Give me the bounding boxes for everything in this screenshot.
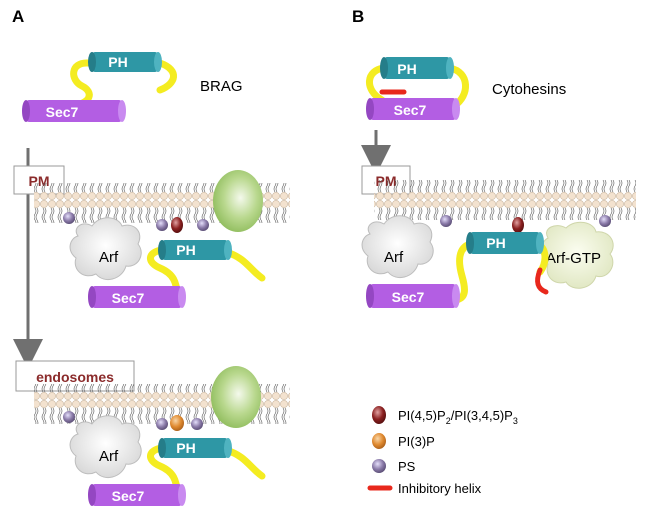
cytohesin-free-protein: PH Sec7	[366, 57, 469, 120]
brag-label: BRAG	[200, 78, 243, 95]
sec7-domain-cyto-free: Sec7	[366, 98, 460, 120]
ps-lipid	[156, 418, 168, 430]
arf-protein-a-endosome: Arf	[69, 415, 142, 479]
linker-cyto-free-left	[366, 64, 388, 104]
panel-b-label: B	[352, 7, 364, 26]
brag-bound-endosome: PH Sec7	[88, 438, 266, 506]
linker-cyto-pm-left	[452, 240, 474, 304]
ph-label-brag-free: PH	[108, 54, 127, 70]
sec7-label-brag-free: Sec7	[46, 104, 79, 120]
arf-protein-b: Arf	[361, 215, 434, 279]
legend-swatch-pi3p	[372, 433, 386, 449]
linker-brag-endo-right	[222, 446, 266, 480]
sec7-domain-brag-free: Sec7	[22, 100, 126, 122]
sec7-label-cyto-free: Sec7	[394, 102, 427, 118]
ph-domain-brag-pm: PH	[158, 240, 232, 260]
arf-label-b: Arf	[384, 249, 404, 266]
pip-lipid	[171, 217, 183, 233]
legend-swatch-ps	[372, 459, 386, 473]
linker-brag-pm-left	[147, 246, 182, 300]
ps-lipid	[63, 411, 75, 423]
legend-item-pi3p: PI(3)P	[372, 433, 435, 449]
legend-text-ps: PS	[398, 459, 416, 474]
legend: PI(4,5)P2/PI(3,4,5)P3 PI(3)P PS Inhibito…	[367, 406, 518, 496]
ph-label-cyto-pm: PH	[486, 235, 505, 251]
legend-swatch-pip	[372, 406, 386, 424]
ps-lipid	[197, 219, 209, 231]
sec7-domain-cyto-pm: Sec7	[366, 284, 460, 308]
sec7-label-brag-pm: Sec7	[112, 290, 145, 306]
ph-domain-cyto-pm: PH	[466, 232, 544, 254]
arf-gtp-label: Arf-GTP	[546, 250, 601, 267]
legend-text-pi3p: PI(3)P	[398, 434, 435, 449]
brag-bound-pm: PH Sec7	[88, 240, 266, 308]
legend-text-pip: PI(4,5)P2/PI(3,4,5)P3	[398, 408, 518, 426]
ps-lipid	[63, 212, 75, 224]
linker-brag-free-right	[156, 59, 177, 94]
sec7-label-cyto-pm: Sec7	[392, 289, 425, 305]
endosomes-box-text: endosomes	[36, 369, 114, 385]
arf-label-a-pm: Arf	[99, 249, 119, 266]
cytohesin-bound-pm: PH Sec7	[366, 232, 549, 308]
linker-brag-pm-right	[222, 248, 266, 282]
arf-gtp-protein: Arf-GTP	[540, 221, 614, 289]
green-transmembrane-protein-a-pm	[213, 170, 263, 232]
ps-lipid	[156, 219, 168, 231]
sec7-domain-brag-pm: Sec7	[88, 286, 186, 308]
sec7-domain-brag-endosome: Sec7	[88, 484, 186, 506]
cytohesins-label: Cytohesins	[492, 81, 566, 98]
ph-domain-brag-free: PH	[88, 52, 162, 72]
ph-label-brag-pm: PH	[176, 242, 195, 258]
linker-brag-free-left	[66, 59, 93, 110]
membrane-b-pm	[374, 180, 636, 220]
sec7-label-brag-endosome: Sec7	[112, 488, 145, 504]
pip-lipid	[512, 217, 524, 233]
legend-text-inhibitory-helix: Inhibitory helix	[398, 481, 482, 496]
pi3p-lipid	[170, 415, 184, 431]
inhibitory-helix-bound	[535, 267, 549, 295]
arf-label-a-endosome: Arf	[99, 448, 119, 465]
ps-lipid	[599, 215, 611, 227]
ph-domain-cyto-free: PH	[380, 57, 454, 79]
legend-item-ps: PS	[372, 459, 416, 474]
brag-free-protein: PH Sec7	[22, 52, 177, 122]
linker-brag-endo-left	[147, 444, 182, 498]
ph-label-brag-endosome: PH	[176, 440, 195, 456]
panel-a-label: A	[12, 7, 24, 26]
ph-domain-brag-endosome: PH	[158, 438, 232, 458]
ps-lipid	[191, 418, 203, 430]
legend-item-inhibitory-helix: Inhibitory helix	[367, 481, 482, 496]
arf-protein-a-pm: Arf	[69, 217, 142, 281]
legend-item-pip: PI(4,5)P2/PI(3,4,5)P3	[372, 406, 518, 426]
ps-lipid	[440, 215, 452, 227]
ph-label-cyto-free: PH	[397, 61, 416, 77]
green-transmembrane-protein-a-endosome	[211, 366, 261, 428]
